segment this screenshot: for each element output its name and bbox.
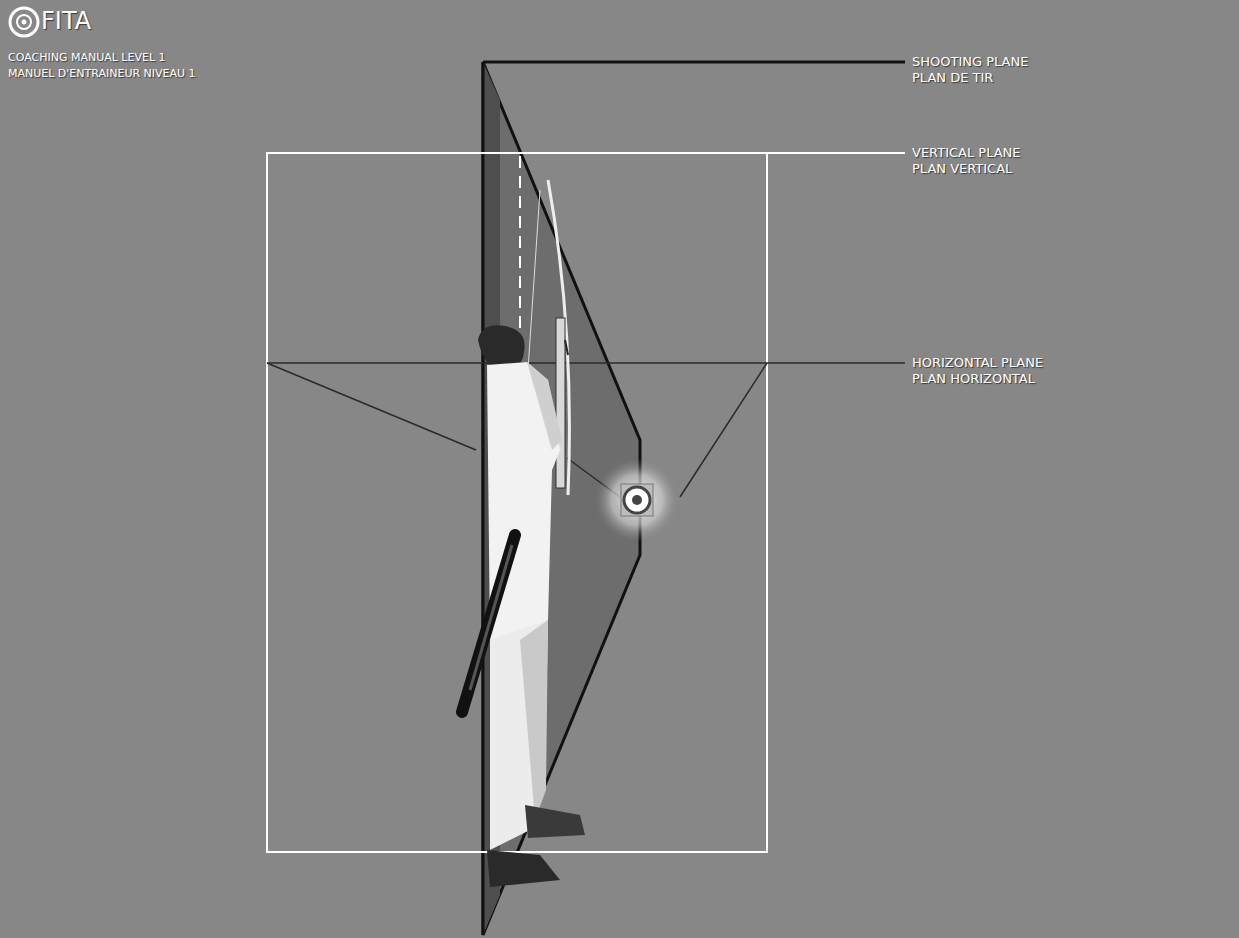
plane-label: SHOOTING PLANE <box>912 55 1028 69</box>
manual-title: MANUEL D'ENTRAINEUR NIVEAU 1 <box>8 68 196 80</box>
horizontal-plane <box>267 362 905 364</box>
plane-label: VERTICAL PLANE <box>912 146 1021 160</box>
archer <box>462 325 585 887</box>
manual-title: COACHING MANUAL LEVEL 1 <box>8 52 166 64</box>
target <box>595 458 679 542</box>
vertical-plane <box>267 153 767 852</box>
fita-logo <box>10 8 38 36</box>
plane-label: HORIZONTAL PLANE <box>912 356 1043 370</box>
plane-label: PLAN VERTICAL <box>912 162 1012 176</box>
logo-title: FITA <box>41 8 91 34</box>
plane-label: PLAN DE TIR <box>912 71 993 85</box>
plane-label: PLAN HORIZONTAL <box>912 372 1035 386</box>
